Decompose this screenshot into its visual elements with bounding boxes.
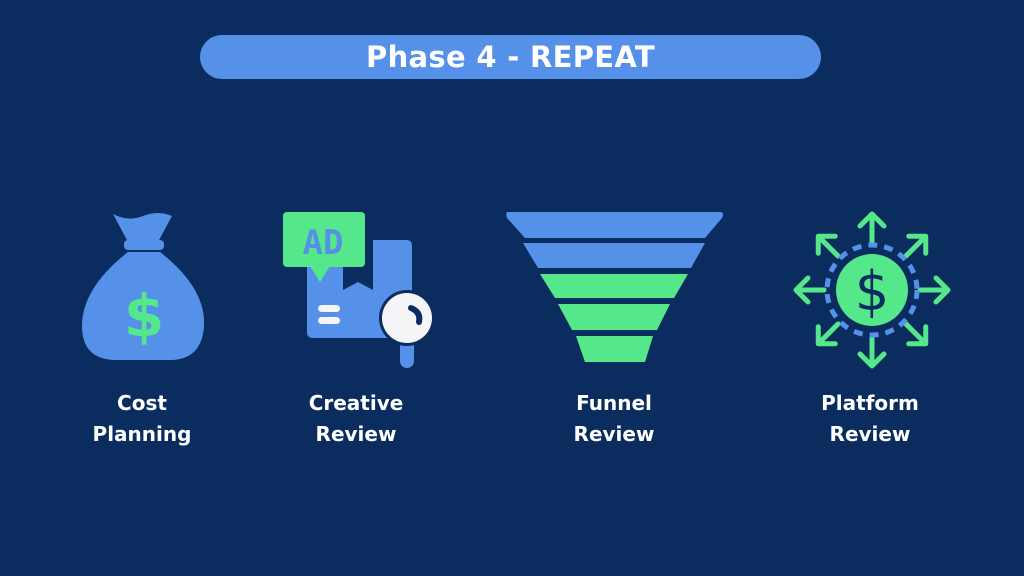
label-line: Funnel	[576, 391, 652, 415]
step-label-creative-review: Creative Review	[256, 388, 456, 450]
label-line: Review	[573, 422, 655, 446]
label-line: Review	[829, 422, 911, 446]
dollar-distribution-icon: $	[792, 211, 952, 370]
svg-text:$: $	[124, 282, 164, 350]
label-line: Creative	[308, 391, 404, 415]
funnel-layer-3	[540, 274, 688, 298]
step-label-platform-review: Platform Review	[770, 388, 970, 450]
step-label-cost-planning: Cost Planning	[42, 388, 242, 450]
label-line: Planning	[92, 422, 192, 446]
funnel-layer-1	[506, 212, 724, 238]
step-label-funnel-review: Funnel Review	[514, 388, 714, 450]
svg-text:$: $	[855, 260, 889, 323]
phase-title: Phase 4 - REPEAT	[366, 40, 655, 74]
phase-title-banner: Phase 4 - REPEAT	[200, 35, 821, 79]
funnel-layer-5	[576, 336, 653, 362]
funnel-layer-4	[558, 304, 670, 330]
label-line: Cost	[117, 391, 167, 415]
label-line: Review	[315, 422, 397, 446]
svg-text:AD: AD	[303, 223, 344, 263]
funnel-icon	[506, 212, 724, 362]
money-bag-icon: $	[82, 213, 205, 360]
ad-creative-magnifier-icon: AD	[283, 212, 435, 368]
label-line: Platform	[821, 391, 919, 415]
funnel-layer-2	[523, 243, 705, 268]
